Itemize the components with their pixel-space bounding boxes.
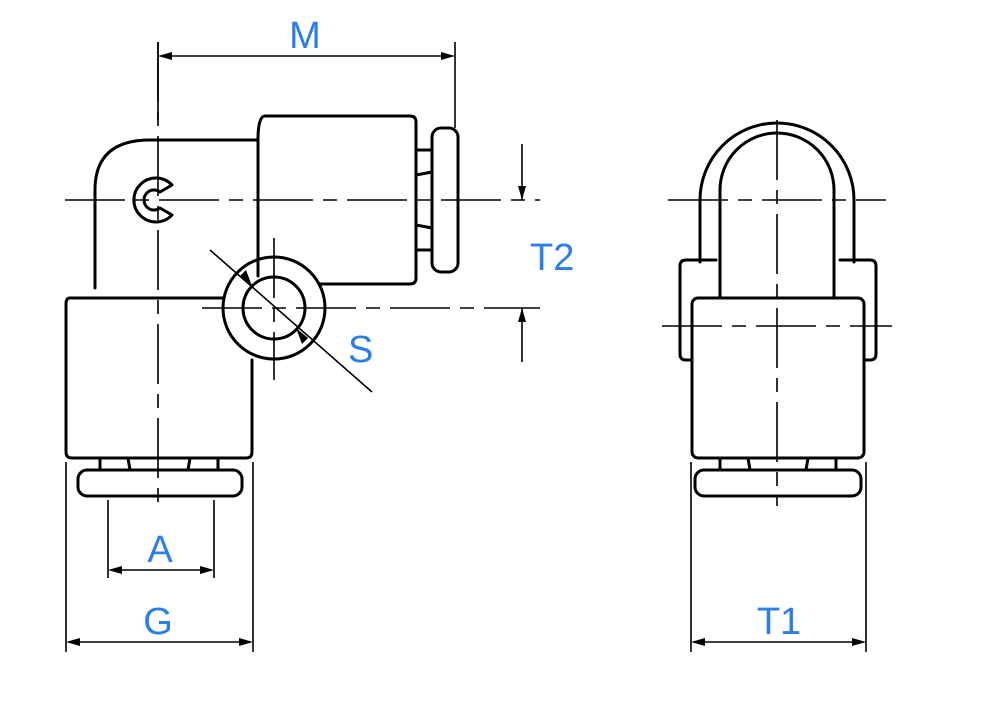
- dimension-label-a: A: [147, 529, 173, 571]
- side-view: [662, 120, 892, 506]
- dimension-t1: T1: [690, 462, 867, 652]
- side-release-collar: [693, 468, 863, 498]
- dimension-g: G: [65, 462, 254, 652]
- dimension-label-t1: T1: [757, 601, 801, 643]
- lower-body-outline: [64, 296, 254, 460]
- upper-body-outline: [256, 114, 418, 286]
- side-body: [690, 296, 866, 460]
- side-left-ear: [678, 258, 718, 362]
- elbow-body-outline: [93, 138, 260, 290]
- side-collar-teeth: [718, 456, 838, 472]
- dimension-label-s: S: [348, 329, 373, 371]
- dimension-s: S: [209, 249, 373, 393]
- right-collar-teeth: [414, 148, 434, 252]
- dimension-label-m: M: [289, 15, 321, 57]
- dimension-label-t2: T2: [530, 237, 574, 279]
- mounting-hole-clip: [132, 176, 174, 224]
- dimension-m: M: [157, 15, 456, 128]
- side-right-ear: [838, 258, 878, 362]
- dimension-a: A: [107, 500, 215, 578]
- dimension-t2: T2: [518, 144, 574, 362]
- dimension-label-g: G: [143, 601, 173, 643]
- front-view: [64, 42, 540, 506]
- bottom-release-collar: [76, 468, 244, 498]
- bottom-collar-teeth: [98, 456, 220, 472]
